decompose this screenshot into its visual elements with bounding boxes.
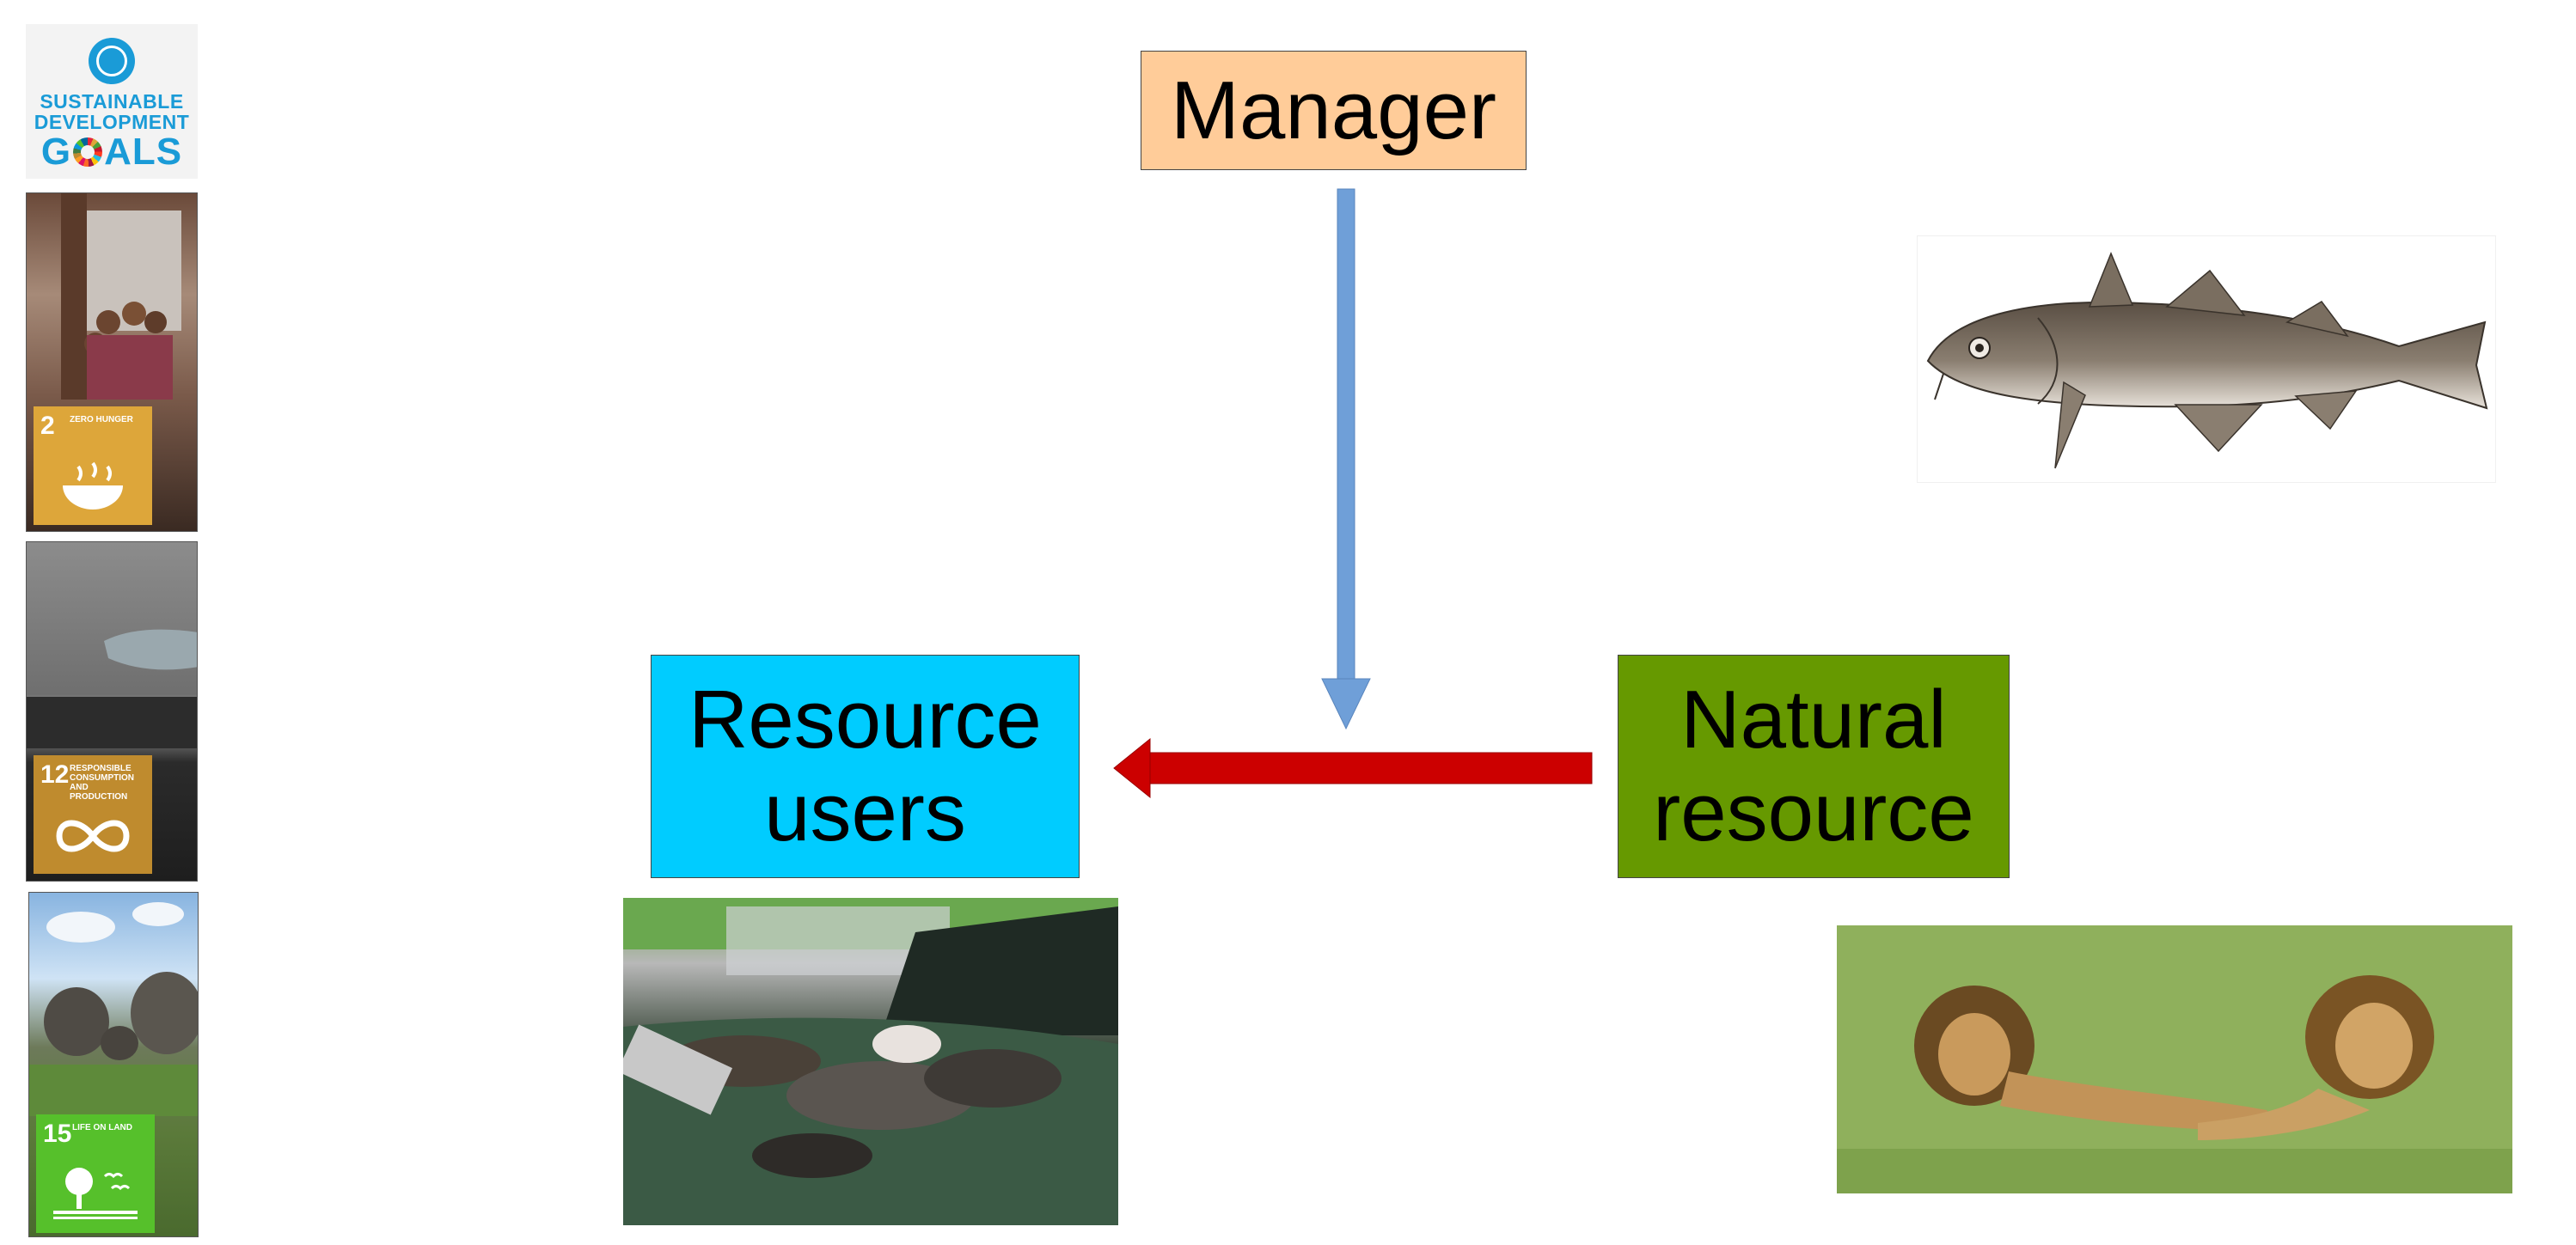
sdg-logo-goals-suffix: ALS [104, 131, 183, 173]
resource-users-label-line2: users [764, 766, 966, 858]
sdg-card-responsible-consumption: 12 RESPONSIBLE CONSUMPTION AND PRODUCTIO… [26, 541, 198, 882]
goal-2-title: ZERO HUNGER [70, 415, 133, 424]
resource-users-box: Resource users [651, 655, 1080, 878]
goal-15-number: 15 [43, 1120, 72, 1148]
sdg-card-life-on-land: 15 LIFE ON LAND [28, 892, 199, 1237]
resource-to-users-arrow [1113, 737, 1593, 799]
goal-15-tile: 15 LIFE ON LAND [36, 1114, 155, 1233]
sdg-card-zero-hunger: 2 ZERO HUNGER [26, 192, 198, 532]
children-photo [61, 193, 181, 400]
infinity-icon [34, 812, 152, 860]
un-emblem-icon [89, 38, 135, 84]
manager-down-arrow [1321, 188, 1371, 730]
natural-resource-box: Natural resource [1618, 655, 2010, 878]
tree-birds-icon [36, 1164, 155, 1219]
cod-fish-image [1917, 235, 2496, 483]
sdg-logo-goals-prefix: G [40, 131, 72, 173]
manager-box: Manager [1141, 51, 1527, 170]
sdg-logo-goals: G ALS [41, 132, 182, 172]
goal-2-tile: 2 ZERO HUNGER [34, 406, 152, 525]
sdg-wheel-icon [73, 137, 103, 167]
sdg-logo-line2: DEVELOPMENT [34, 111, 190, 133]
resource-users-label-line1: Resource [688, 674, 1042, 766]
goal-12-title: RESPONSIBLE CONSUMPTION AND PRODUCTION [70, 764, 134, 802]
goal-12-tile: 12 RESPONSIBLE CONSUMPTION AND PRODUCTIO… [34, 755, 152, 874]
whale-beach-photo [27, 629, 197, 748]
food-bowl-icon [34, 460, 152, 511]
sdg-logo: SUSTAINABLE DEVELOPMENT G ALS [26, 24, 198, 179]
lions-image [1837, 925, 2512, 1193]
hunted-ducks-image [623, 898, 1118, 1225]
sdg-logo-line1: SUSTAINABLE [40, 90, 184, 113]
goal-12-number: 12 [40, 760, 70, 789]
goal-2-number: 2 [40, 412, 55, 440]
natural-resource-label-line2: resource [1653, 766, 1974, 858]
manager-label: Manager [1171, 64, 1496, 156]
natural-resource-label-line1: Natural [1680, 674, 1947, 766]
goal-15-title: LIFE ON LAND [72, 1123, 132, 1132]
elephants-photo [29, 902, 198, 1116]
